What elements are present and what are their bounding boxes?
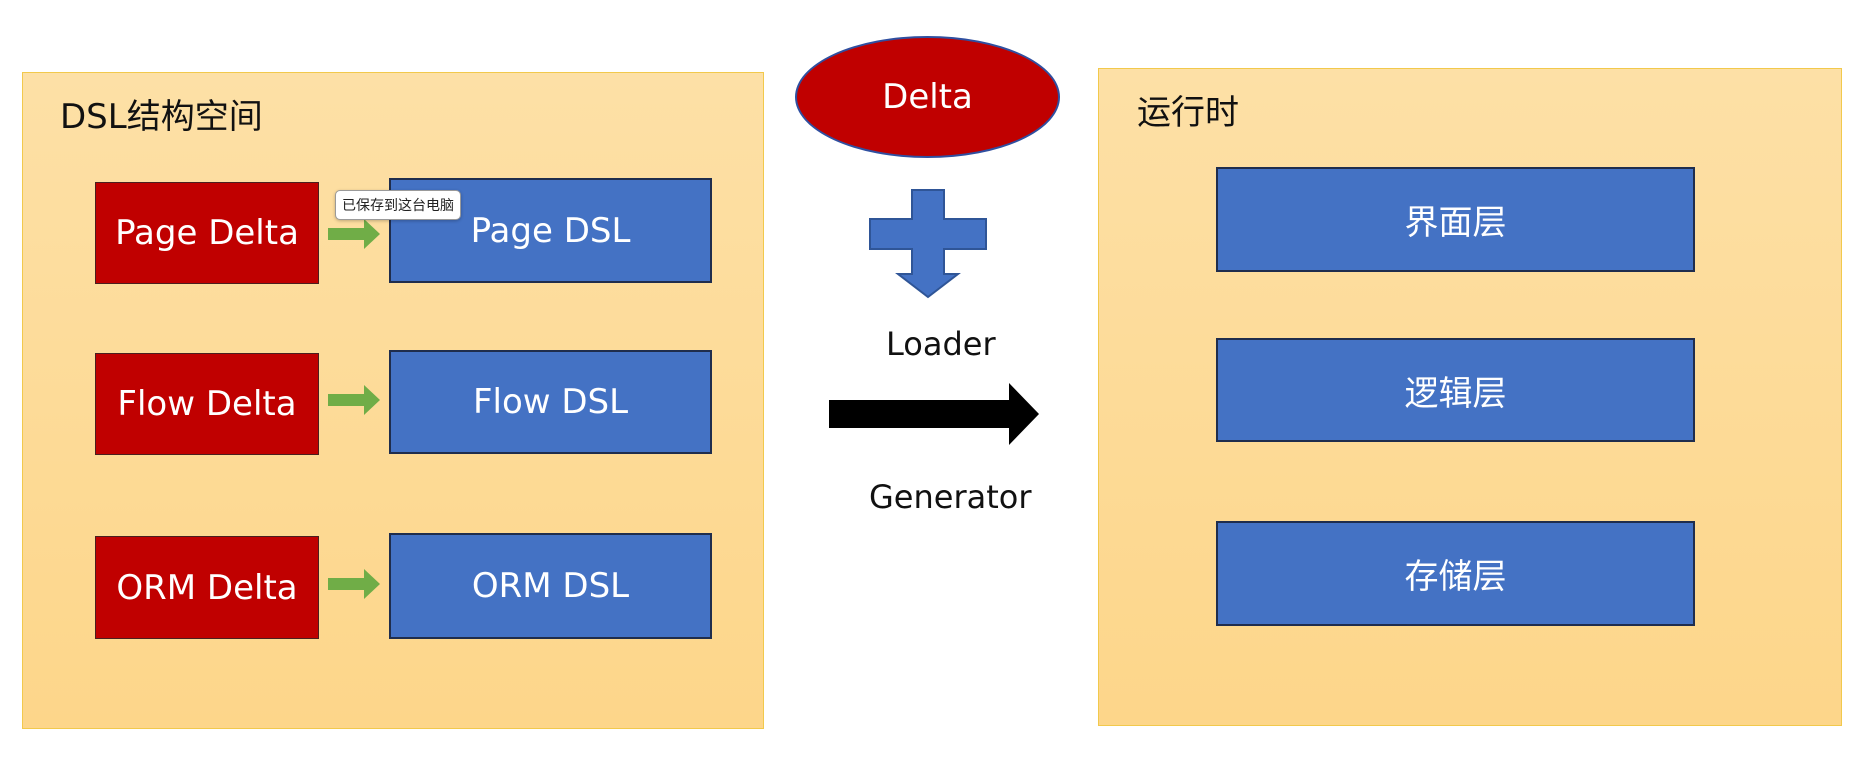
orm-arrow-icon (328, 569, 380, 599)
right-panel-title: 运行时 (1137, 93, 1239, 133)
generator-label: Generator (869, 478, 1032, 516)
left-panel-title: DSL结构空间 (60, 97, 263, 137)
saved-tooltip: 已保存到这台电脑 (335, 190, 461, 220)
ui-layer-box: 界面层 (1216, 167, 1695, 272)
orm-dsl-box: ORM DSL (389, 533, 712, 639)
right-arrow-icon (829, 383, 1039, 445)
page-dsl-box: Page DSL (389, 178, 712, 283)
plus-arrow-icon (869, 189, 987, 299)
page-delta-box: Page Delta (95, 182, 319, 284)
delta-ellipse: Delta (795, 36, 1060, 158)
flow-dsl-box: Flow DSL (389, 350, 712, 454)
orm-delta-box: ORM Delta (95, 536, 319, 639)
logic-layer-box: 逻辑层 (1216, 338, 1695, 442)
flow-delta-box: Flow Delta (95, 353, 319, 455)
flow-arrow-icon (328, 385, 380, 415)
loader-label: Loader (886, 325, 996, 363)
page-arrow-icon (328, 219, 380, 249)
storage-layer-box: 存储层 (1216, 521, 1695, 626)
